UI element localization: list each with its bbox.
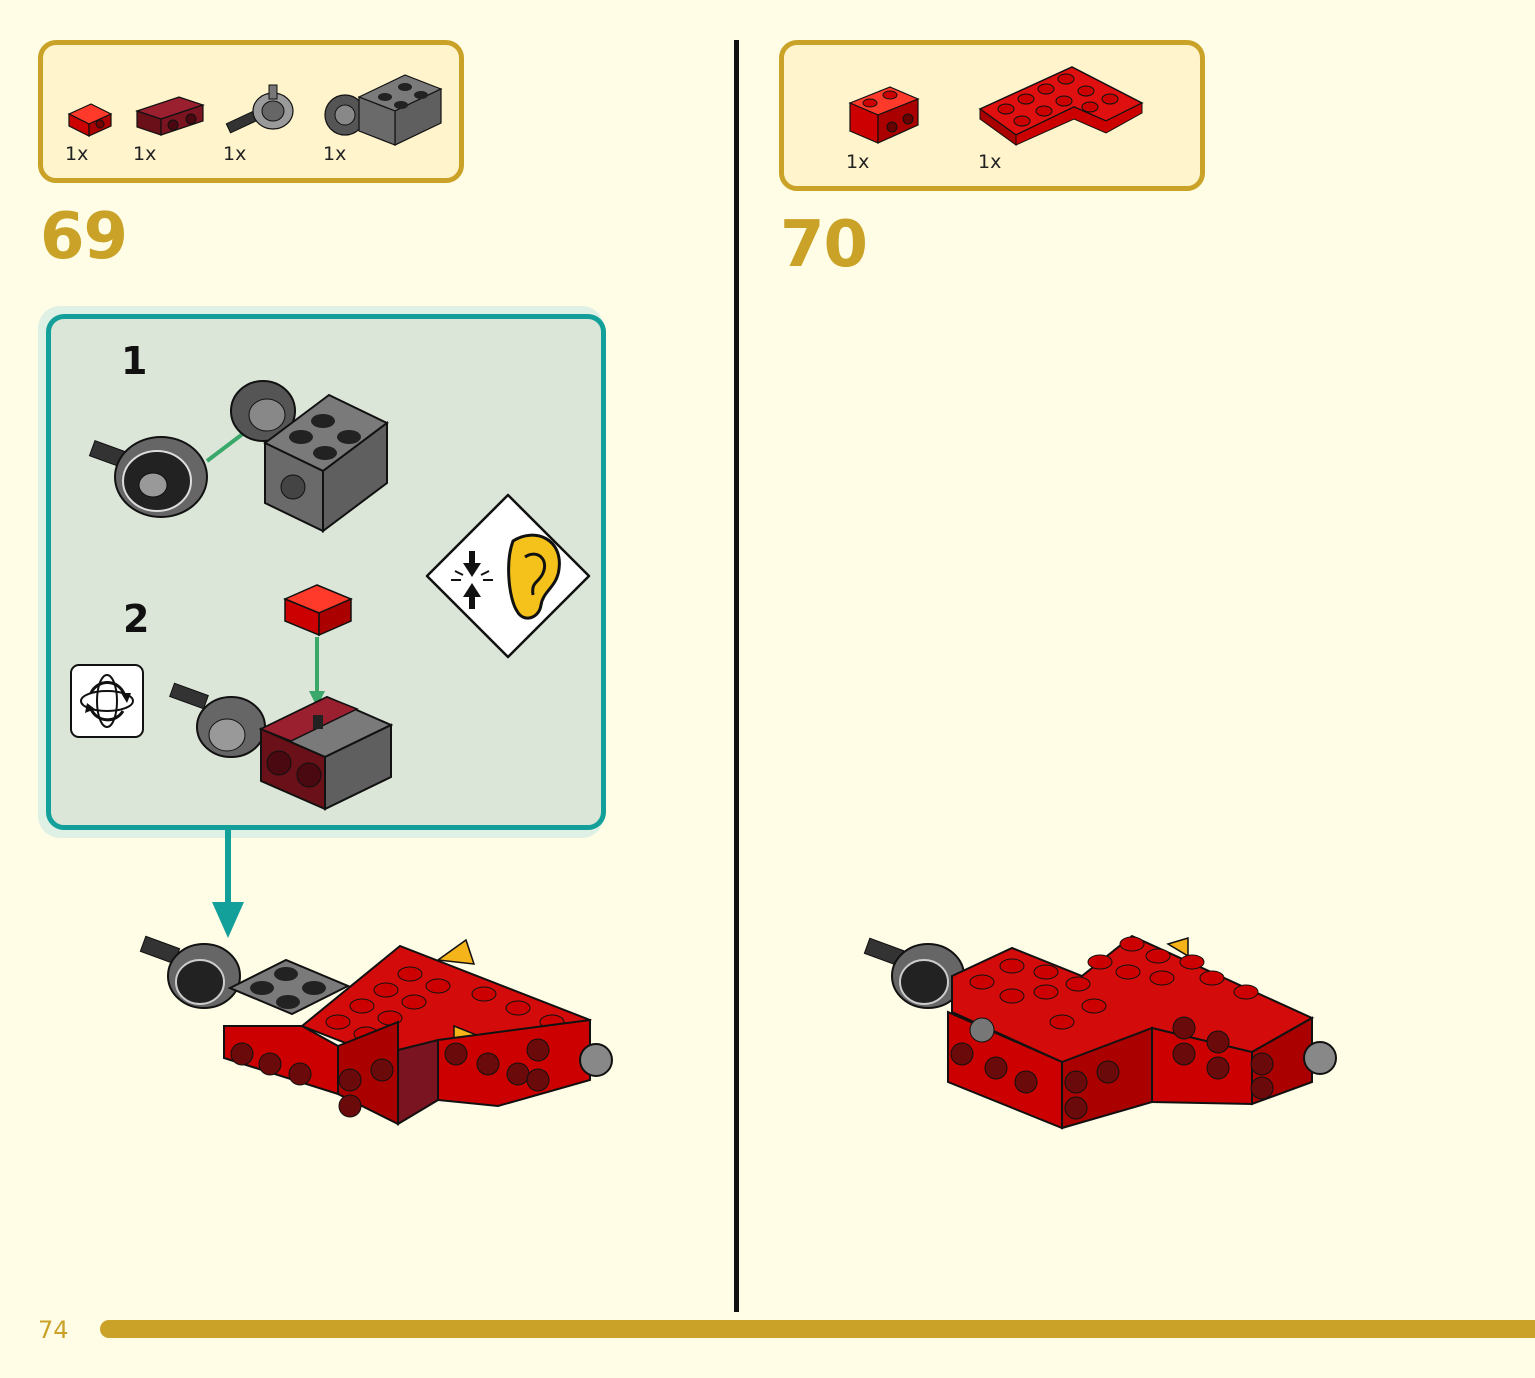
page-progress-bar xyxy=(100,1320,1535,1338)
part-red-bracket-2x-icon xyxy=(848,86,920,144)
page-number: 74 xyxy=(38,1316,69,1344)
step-number-70: 70 xyxy=(780,208,868,282)
page-divider xyxy=(734,40,739,1312)
substep-1-illustration xyxy=(88,380,389,533)
part-qty: 1x xyxy=(323,143,347,165)
step-number-69: 69 xyxy=(40,200,128,274)
part-dark-red-bracket-icon xyxy=(135,96,205,136)
part-ball-joint-icon xyxy=(225,84,294,134)
model-step-70 xyxy=(863,934,1337,1130)
part-red-corner-plate-icon xyxy=(978,66,1144,146)
rotate-model-icon xyxy=(70,664,144,738)
part-qty: 1x xyxy=(978,151,1002,173)
subassembly-panel: 1 2 xyxy=(46,314,606,830)
subassembly-attach-arrow xyxy=(212,830,244,938)
parts-callout-step-69: 1x 1x 1x 1x xyxy=(38,40,464,183)
parts-callout-step-70: 1x 1x xyxy=(779,40,1205,191)
model-step-69 xyxy=(139,935,613,1126)
substep-2-illustration xyxy=(169,584,394,811)
part-qty: 1x xyxy=(65,143,89,165)
part-red-bracket-icon xyxy=(67,103,113,137)
part-qty: 1x xyxy=(846,151,870,173)
part-qty: 1x xyxy=(133,143,157,165)
part-grey-brick-socket-icon xyxy=(324,74,443,146)
listen-for-click-icon xyxy=(425,493,591,659)
part-qty: 1x xyxy=(223,143,247,165)
substep-number-2: 2 xyxy=(123,597,150,641)
substep-number-1: 1 xyxy=(121,339,148,383)
